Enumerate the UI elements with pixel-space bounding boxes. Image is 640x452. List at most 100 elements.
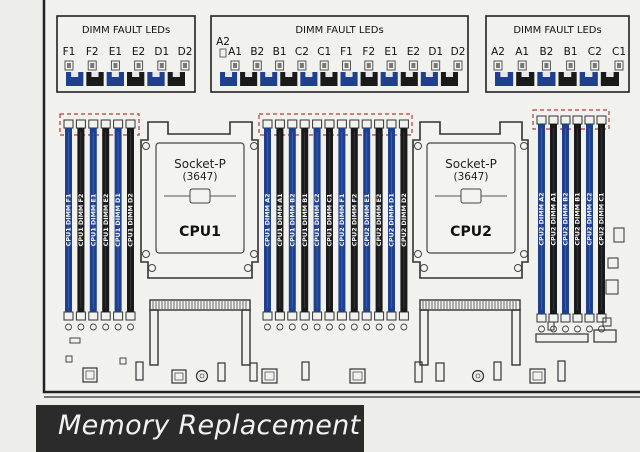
led-label: B1 [564,46,578,58]
dimm-slot: CPU1 DIMM E2 [100,119,111,331]
dimm-slot: CPU2 DIMM C2 [584,115,595,333]
dimm-slot-label: CPU1 DIMM E2 [102,194,110,247]
led-icon [110,60,120,71]
led-label: C1 [317,46,331,58]
dimm-slots: CPU1 DIMM F1 CPU1 DIMM F2 CPU1 DIMM E1 CPU1… [63,115,607,333]
led-label: D1 [154,46,169,58]
dimm-slot-label: CPU2 DIMM C1 [598,193,606,246]
led-label: C2 [295,46,309,58]
dimm-slot: CPU2 DIMM D2 [398,119,409,331]
dimm-slot: CPU1 DIMM B1 [299,119,310,331]
dimm-slot-label: CPU2 DIMM A1 [550,192,558,245]
led-panel-heading: DIMM FAULT LEDs [82,25,170,36]
led-panel-heading: DIMM FAULT LEDs [295,25,383,36]
dimm-slot-label: CPU2 DIMM A2 [538,192,546,245]
dimm-slot-label: CPU1 DIMM B2 [288,193,296,246]
dimm-slot-label: CPU1 DIMM D1 [114,193,122,247]
led-label: A2 [491,46,505,58]
led-label: A1 [228,46,242,58]
dimm-slot-label: CPU1 DIMM F1 [65,194,73,247]
led-label: A1 [515,46,529,58]
dimm-slot: CPU2 DIMM D1 [386,119,397,331]
led-label: B2 [250,46,264,58]
led-icon [342,60,351,71]
dimm-slot: CPU2 DIMM E1 [361,119,372,331]
dimm-slot-label: CPU2 DIMM D2 [400,193,408,247]
led-label-top: A2 [216,36,230,48]
dimm-slot-label: CPU1 DIMM D2 [127,193,135,247]
dimm-slot-label: CPU2 DIMM D1 [388,193,396,247]
cpu1-label: CPU1 [179,224,221,240]
led-label: F1 [63,46,76,58]
led-label: F2 [362,46,375,58]
led-label: D1 [428,46,443,58]
led-label: F2 [86,46,99,58]
section-banner [36,405,364,452]
section-title: Memory Replacement [58,410,361,441]
dimm-slot-label: CPU2 DIMM E2 [375,194,383,247]
dimm-slot-label: CPU2 DIMM C2 [586,193,594,246]
led-icon [297,60,307,71]
led-icon [134,60,144,71]
dimm-bank-cpu1-left: CPU1 DIMM F1 CPU1 DIMM F2 CPU1 DIMM E1 CPU1… [63,119,136,331]
led-icon [319,60,329,71]
led-label: D2 [451,46,466,58]
led-label: E2 [407,46,420,58]
dimm-slot-label: CPU2 DIMM B1 [574,192,582,245]
dimm-slot-label: CPU2 DIMM F1 [338,194,346,247]
dimm-slot: CPU1 DIMM D1 [113,119,124,331]
dimm-slot: CPU1 DIMM C2 [312,119,323,331]
dimm-slot: CPU2 DIMM A2 [536,115,547,333]
dimm-slot: CPU1 DIMM A1 [274,119,285,331]
dimm-slot: CPU1 DIMM E1 [88,119,99,331]
dimm-slot-label: CPU2 DIMM B2 [562,192,570,245]
led-label: E1 [384,46,397,58]
dimm-slot-label: CPU1 DIMM C2 [313,194,321,247]
dimm-slot: CPU1 DIMM D2 [125,119,136,331]
led-icon [386,60,396,71]
dimm-slot-label: CPU1 DIMM A1 [276,193,284,246]
led-label: D2 [178,46,193,58]
cpu1-socket: Socket-P (3647) CPU1 [140,121,259,279]
marker-bank-left [59,113,140,136]
dimm-slot: CPU2 DIMM B1 [572,115,583,333]
led-icon [230,60,240,71]
led-icon [453,60,463,71]
led-icon [275,60,285,71]
dimm-slot: CPU1 DIMM B2 [287,119,298,331]
led-icon [252,60,262,71]
dimm-slot: CPU1 DIMM C1 [324,119,335,331]
led-icon [566,60,576,71]
dimm-slot-label: CPU2 DIMM F2 [350,194,358,247]
dimm-slot-label: CPU1 DIMM F2 [77,194,85,247]
dimm-slot: CPU2 DIMM F1 [336,119,347,331]
led-label: C2 [588,46,602,58]
board-components [65,227,625,384]
dimm-slot: CPU2 DIMM A1 [548,115,559,333]
dimm-slot: CPU1 DIMM F2 [75,119,86,331]
led-icon [364,60,374,71]
led-icon [64,60,74,71]
led-label: E1 [109,46,122,58]
led-icon [87,60,97,71]
led-label: C1 [612,46,626,58]
dimm-slot: CPU2 DIMM C1 [596,115,607,333]
socket2-label: Socket-P [445,157,497,171]
dimm-bank-markers [59,109,610,136]
dimm-slot-label: CPU2 DIMM E1 [363,194,371,247]
dimm-slot-label: CPU1 DIMM A2 [264,193,272,246]
dimm-slot-label: CPU1 DIMM C1 [326,194,334,247]
dimm-bank-cpu2-right: CPU2 DIMM A2 CPU2 DIMM A1 CPU2 DIMM B2 CPU2… [536,115,607,333]
socket2-pins: (3647) [454,171,489,183]
dimm-slot: CPU1 DIMM F1 [63,119,74,331]
led-label: B2 [539,46,553,58]
led-icon [590,60,600,71]
led-panel-heading: DIMM FAULT LEDs [513,25,601,36]
dimm-slot-label: CPU1 DIMM E1 [89,194,97,247]
dimm-slot: CPU2 DIMM F2 [349,119,360,331]
led-icon [180,60,190,71]
socket1-label: Socket-P [174,157,226,171]
